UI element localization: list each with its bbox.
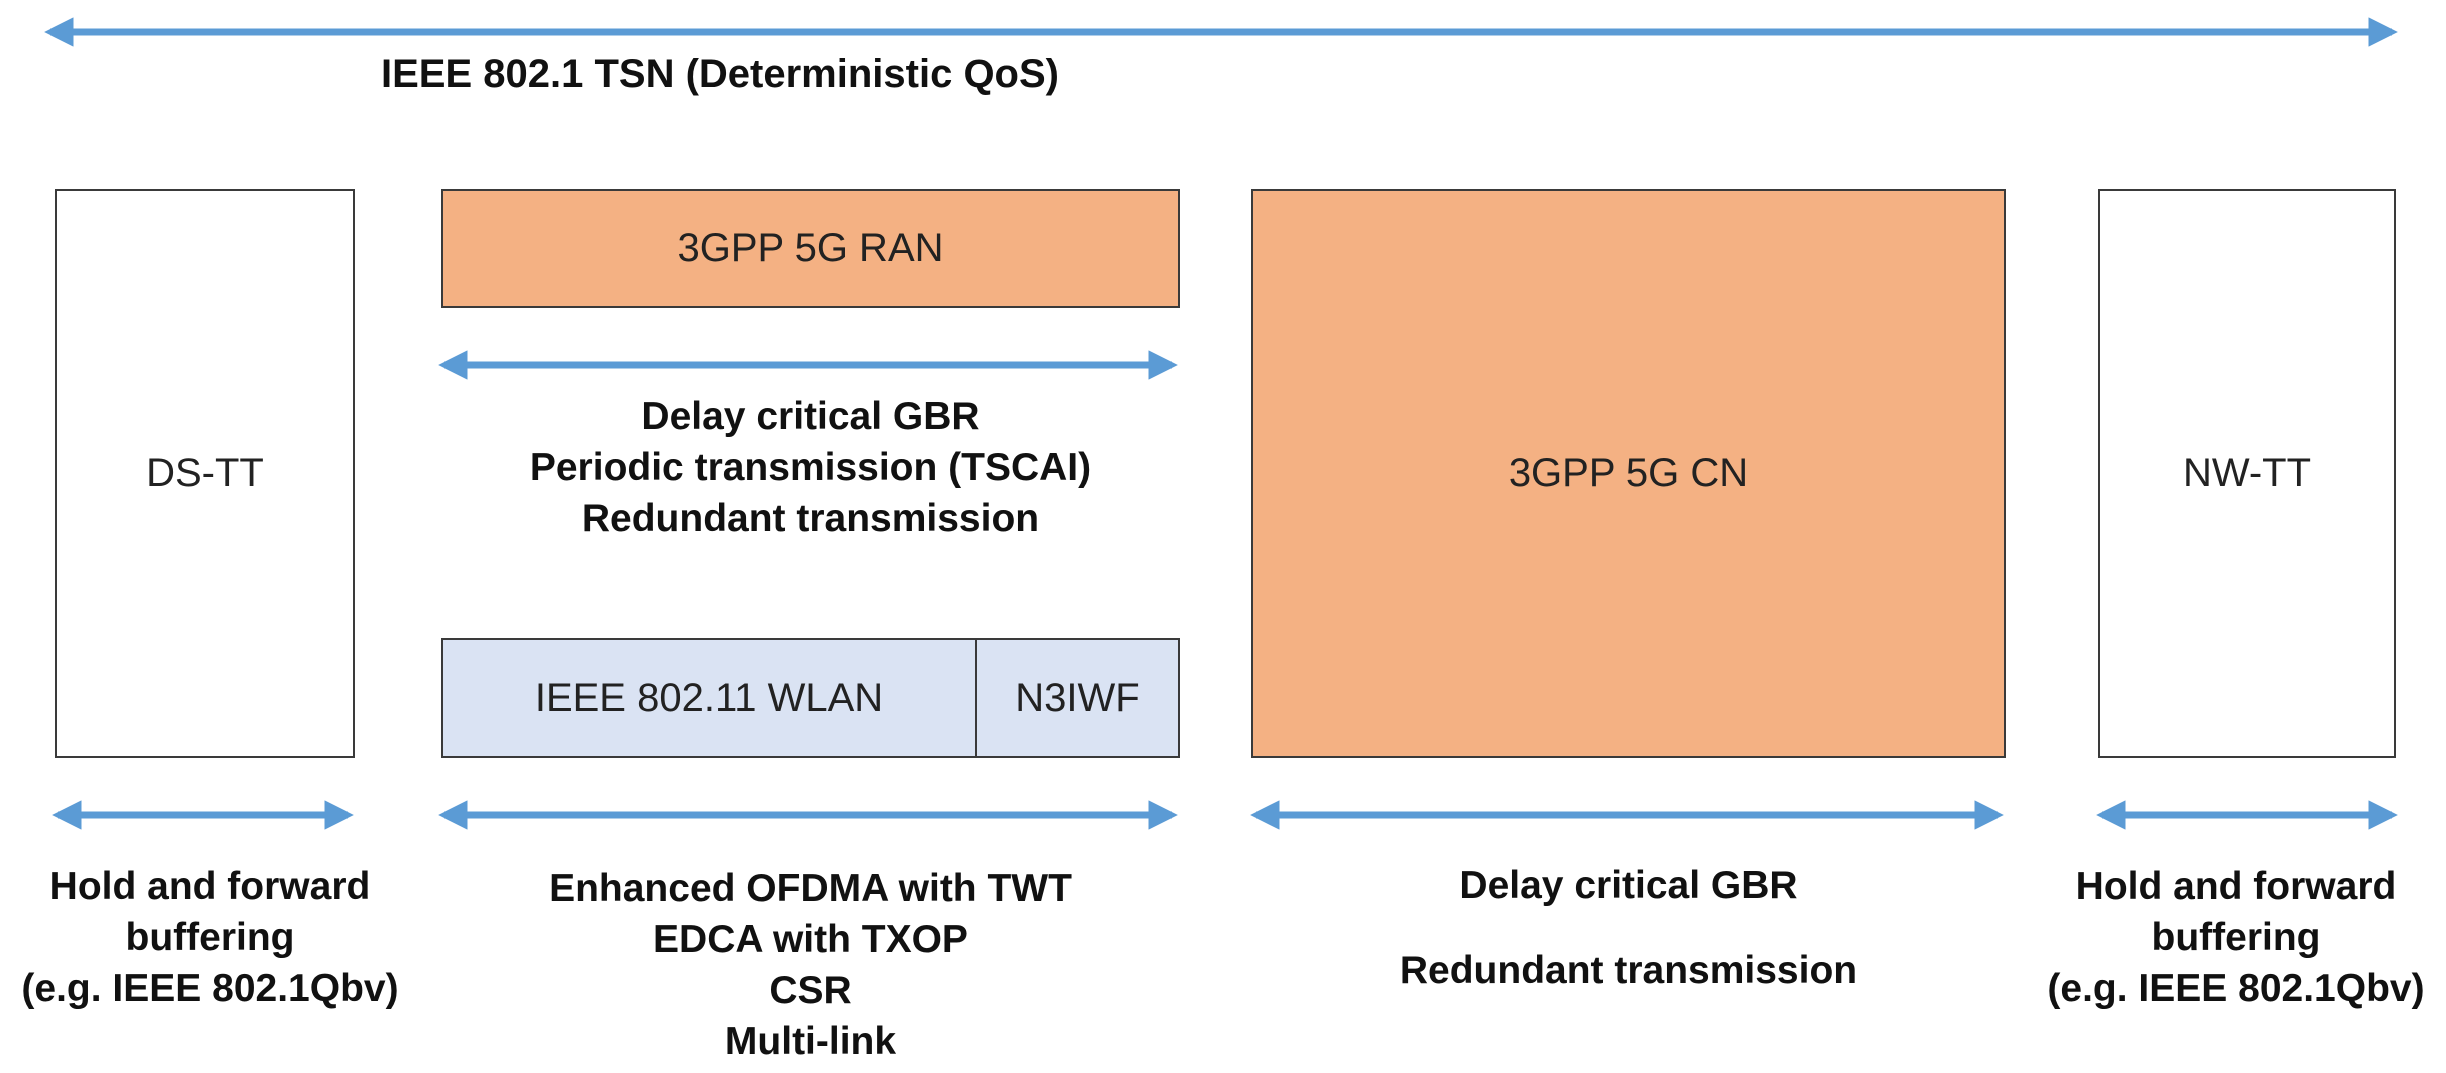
ran-feature-line: Periodic transmission (TSCAI) (529, 446, 1092, 489)
wlan-feature-line: Multi-link (724, 1020, 897, 1063)
ds-tt-box: DS-TT (55, 189, 355, 758)
tsn-title: IEEE 802.1 TSN (Deterministic QoS) (381, 52, 1059, 96)
wlan-feature-line: Enhanced OFDMA with TWT (549, 867, 1072, 910)
nw-tt-feature-line: (e.g. IEEE 802.1Qbv) (2047, 967, 2425, 1010)
ds-tt-label: DS-TT (146, 451, 264, 495)
wlan-feature-line: CSR (769, 969, 852, 1012)
ds-tt-feature-line: (e.g. IEEE 802.1Qbv) (21, 967, 399, 1010)
ran-feature-line: Redundant transmission (581, 497, 1040, 540)
n3iwf-label: N3IWF (1015, 675, 1140, 720)
wlan-features: Enhanced OFDMA with TWT EDCA with TXOP C… (441, 863, 1180, 1067)
cn-feature-line: Redundant transmission (1399, 949, 1858, 992)
cn-feature-line: Delay critical GBR (1459, 864, 1798, 907)
nw-tt-feature-line: buffering (2151, 916, 2321, 959)
wlan-box: IEEE 802.11 WLAN (441, 638, 977, 758)
ran-label: 3GPP 5G RAN (677, 226, 944, 270)
ds-tt-feature-line: Hold and forward (49, 865, 371, 908)
ran-feature-line: Delay critical GBR (641, 395, 980, 438)
ds-tt-feature-line: buffering (125, 916, 295, 959)
cn-features: Delay critical GBR Redundant transmissio… (1251, 860, 2006, 996)
nw-tt-box: NW-TT (2098, 189, 2396, 758)
wlan-feature-line: EDCA with TXOP (653, 918, 968, 961)
wlan-label: IEEE 802.11 WLAN (534, 675, 884, 720)
nw-tt-features: Hold and forward buffering (e.g. IEEE 80… (2036, 861, 2436, 1014)
cn-label: 3GPP 5G CN (1508, 451, 1749, 495)
ds-tt-features: Hold and forward buffering (e.g. IEEE 80… (10, 861, 410, 1014)
n3iwf-box: N3IWF (975, 638, 1180, 758)
nw-tt-label: NW-TT (2182, 451, 2312, 495)
ran-features: Delay critical GBR Periodic transmission… (441, 391, 1180, 544)
cn-box: 3GPP 5G CN (1251, 189, 2006, 758)
ran-box: 3GPP 5G RAN (441, 189, 1180, 308)
nw-tt-feature-line: Hold and forward (2075, 865, 2397, 908)
